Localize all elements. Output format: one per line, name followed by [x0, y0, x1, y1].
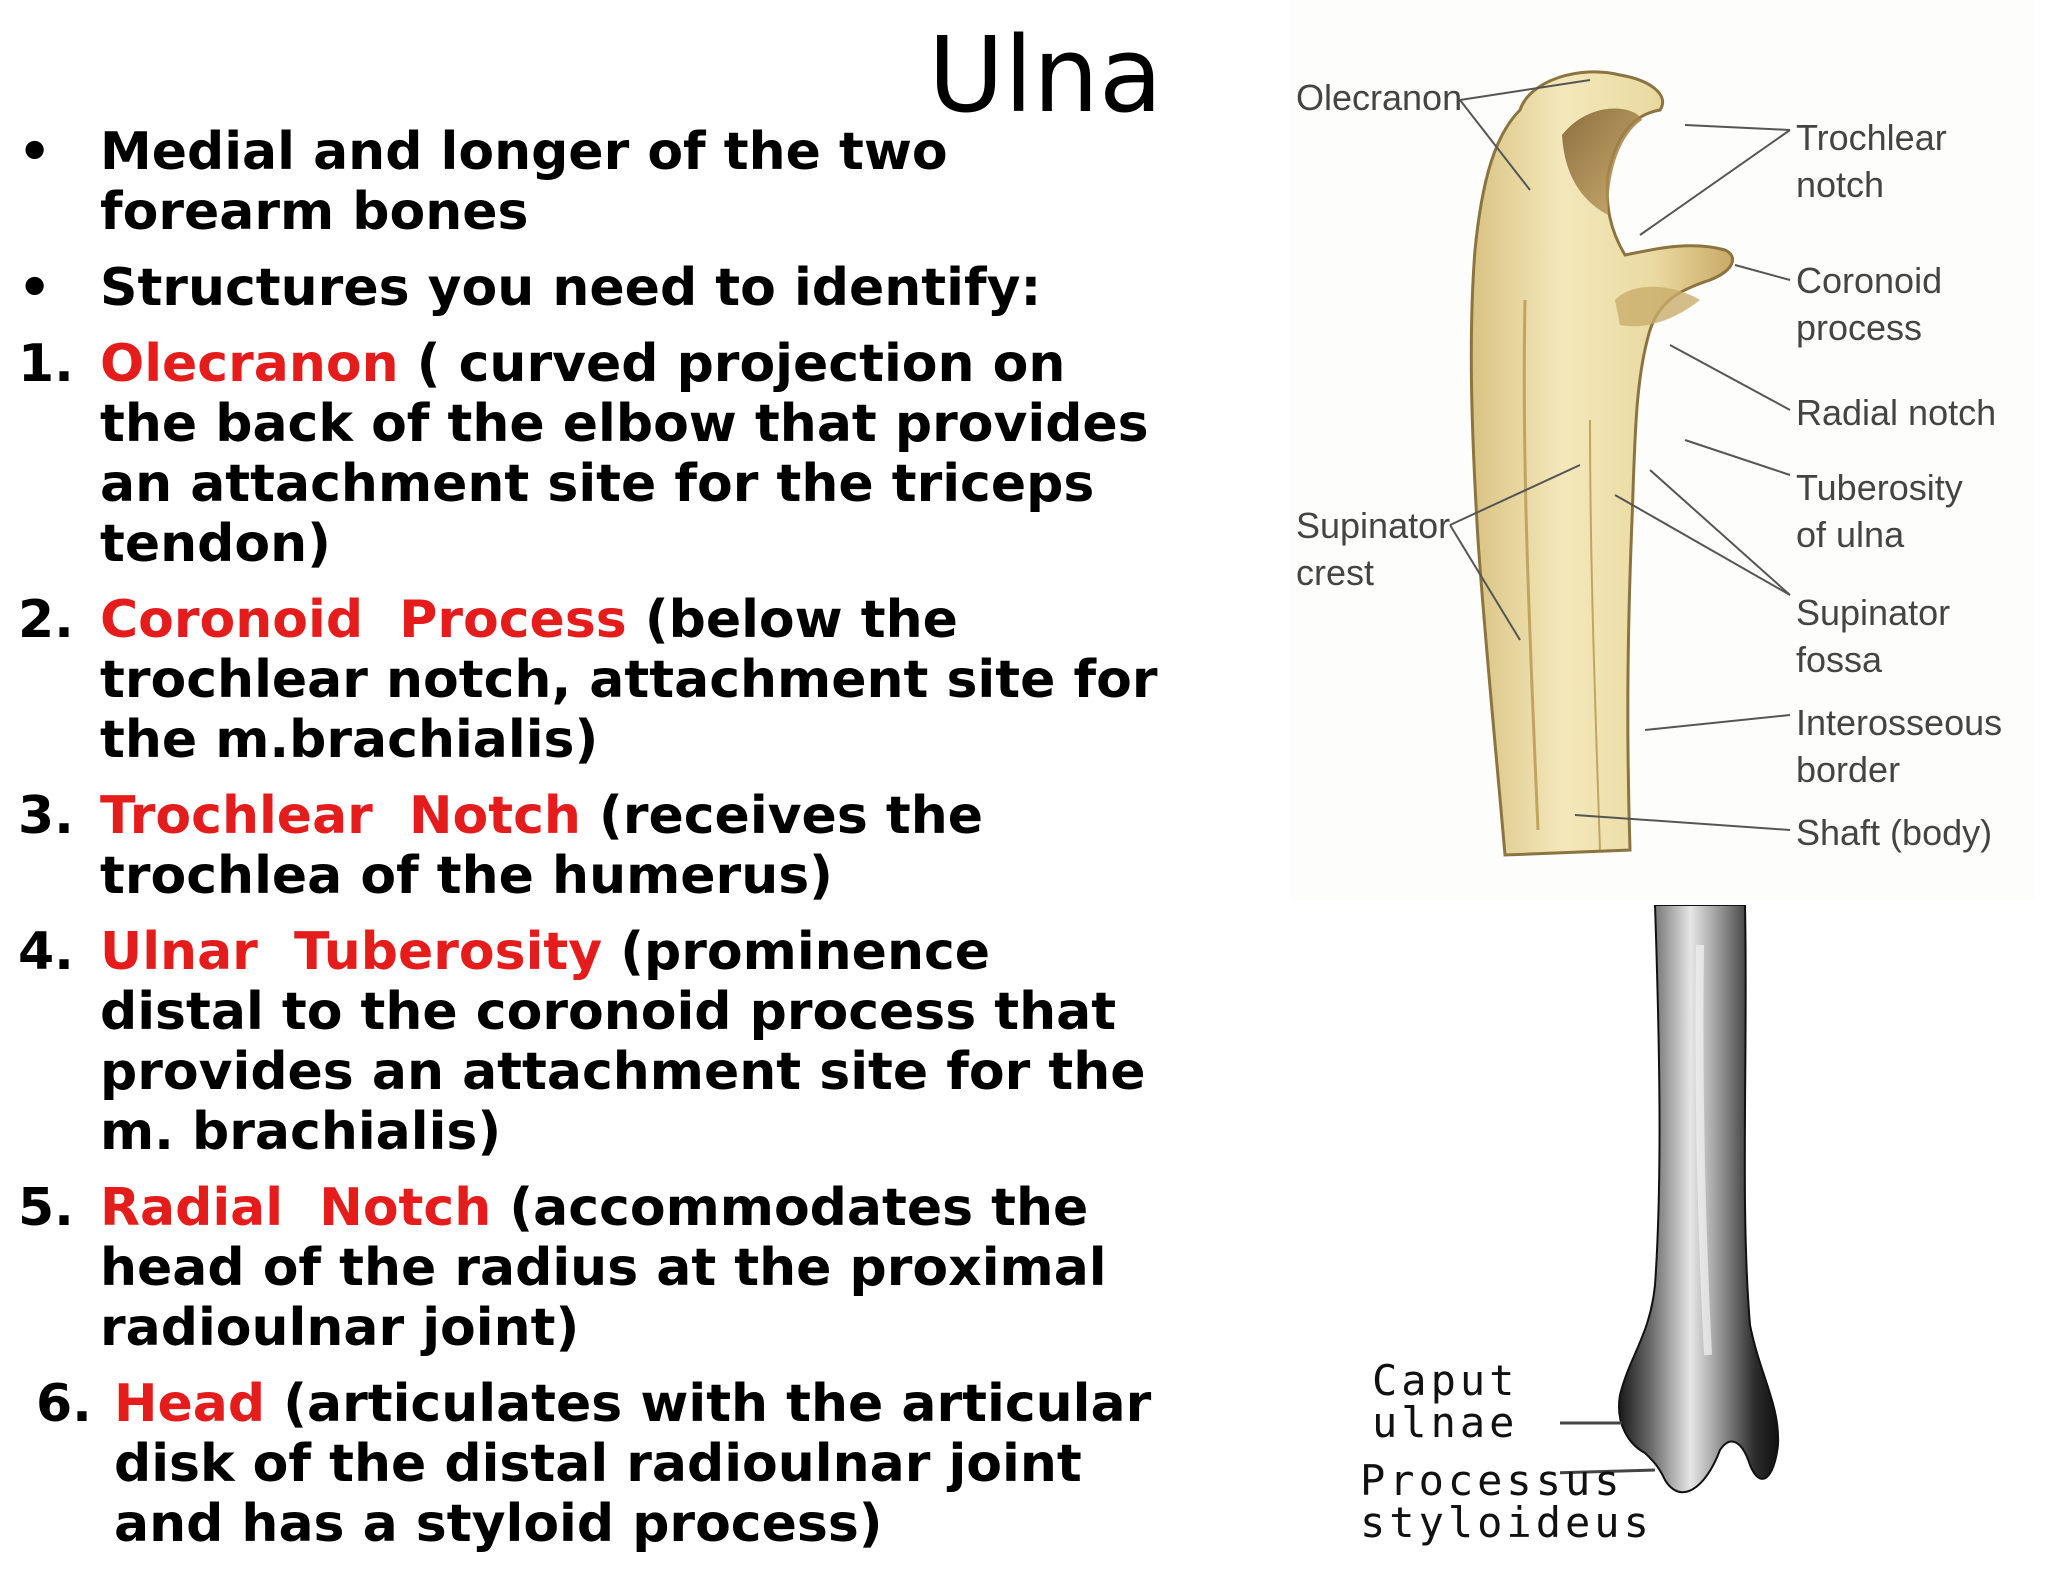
slide-title: Ulna [928, 14, 1163, 136]
label-supinator-fossa-1: Supinator [1796, 592, 1951, 633]
number-marker: 5. [18, 1178, 74, 1238]
number-marker: 6. [36, 1374, 92, 1434]
ulna-distal-figure [1330, 905, 1660, 1536]
number-marker: 2. [18, 590, 74, 650]
list-item: 3. Trochlear Notch (receives the trochle… [18, 786, 1168, 906]
radial-notch-shape [1615, 286, 1700, 327]
bullet-marker: • [18, 122, 52, 182]
ulna-proximal-drawing [1449, 70, 1791, 857]
item-text: Structures you need to identify: [100, 258, 1042, 318]
trochlear-notch-shape [1562, 108, 1642, 215]
label-caput-2: ulnae [1372, 1398, 1519, 1447]
item-text: (accommodates the head of the radius at … [100, 1178, 1107, 1358]
label-tuberosity-2: of ulna [1796, 514, 1905, 555]
term-trochlear-notch: Trochlear Notch [100, 786, 581, 846]
number-marker: 1. [18, 334, 74, 394]
label-tuberosity-1: Tuberosity [1796, 467, 1963, 508]
item-text: (below the trochlear notch, attachment s… [100, 590, 1158, 770]
list-item: 4. Ulnar Tuberosity (prominence distal t… [18, 922, 1168, 1162]
item-text: (articulates with the articular disk of … [114, 1374, 1152, 1554]
item-text: (receives the trochlea of the humerus) [100, 786, 984, 906]
label-trochlear-notch-2: notch [1796, 164, 1885, 205]
term-head: Head [114, 1374, 266, 1434]
item-text: Medial and longer of the two forearm bon… [100, 122, 948, 242]
label-radial-notch: Radial notch [1796, 392, 1997, 433]
label-trochlear-notch-1: Trochlear [1796, 117, 1947, 158]
label-processus-2: styloideus [1360, 1498, 1653, 1547]
label-coronoid-process-2: process [1796, 307, 1923, 348]
list-item: 2. Coronoid Process (below the trochlear… [18, 590, 1168, 770]
label-olecranon: Olecranon [1296, 77, 1463, 118]
label-interosseous-border-1: Interosseous [1796, 702, 2003, 743]
term-radial-notch: Radial Notch [100, 1178, 492, 1238]
term-olecranon: Olecranon [100, 334, 399, 394]
term-ulnar-tuberosity: Ulnar Tuberosity [100, 922, 603, 982]
item-text: ( curved projection on the back of the e… [100, 334, 1149, 574]
label-supinator-crest-1: Supinator [1296, 505, 1451, 546]
list-item: 1. Olecranon ( curved projection on the … [18, 334, 1168, 574]
number-marker: 3. [18, 786, 74, 846]
list-item: • Medial and longer of the two forearm b… [18, 122, 1168, 242]
number-marker: 4. [18, 922, 74, 982]
bullet-list: • Medial and longer of the two forearm b… [18, 122, 1168, 1570]
label-coronoid-process-1: Coronoid [1796, 260, 1943, 301]
label-processus-1: Processus [1360, 1456, 1624, 1505]
label-shaft: Shaft (body) [1796, 812, 1993, 853]
ulna-proximal-figure: Olecranon Trochlear notch Coronoid proce… [1290, 0, 2035, 900]
label-supinator-crest-2: crest [1296, 552, 1375, 593]
item-text: (prominence distal to the coronoid proce… [100, 922, 1146, 1162]
distal-ulna-drawing [1560, 905, 1780, 1494]
bullet-marker: • [18, 258, 52, 318]
label-interosseous-border-2: border [1796, 749, 1901, 790]
list-item: • Structures you need to identify: [18, 258, 1168, 318]
list-item: 5. Radial Notch (accommodates the head o… [18, 1178, 1168, 1358]
label-caput-1: Caput [1372, 1356, 1519, 1405]
label-supinator-fossa-2: fossa [1796, 639, 1883, 680]
list-item: 6. Head (articulates with the articular … [18, 1374, 1168, 1554]
term-coronoid-process: Coronoid Process [100, 590, 627, 650]
